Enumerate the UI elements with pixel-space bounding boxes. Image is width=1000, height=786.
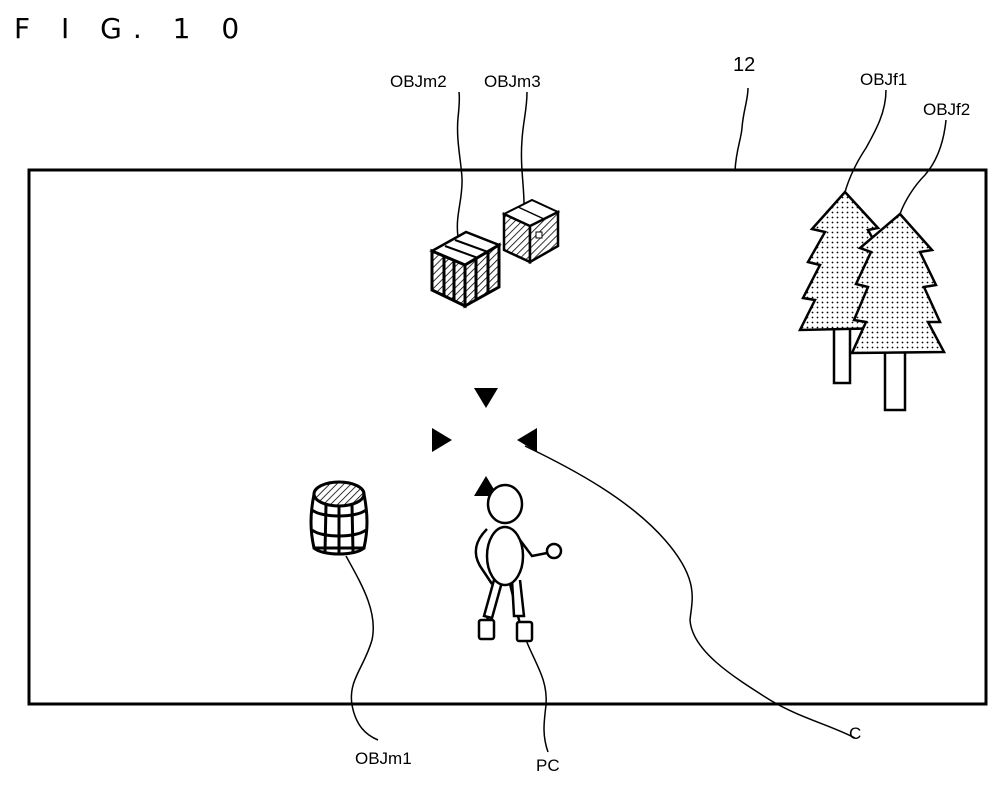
- cursor-arrow-left: [432, 428, 452, 452]
- leader-line-screen: [734, 87, 749, 172]
- leader-line-m1: [345, 555, 379, 741]
- label-cursor: C: [849, 724, 862, 743]
- leader-line-pc: [525, 639, 549, 753]
- tree-object-f2: [850, 212, 947, 412]
- leader-line-f1: [844, 89, 887, 193]
- display-screen-frame: [27, 168, 988, 706]
- label-player-character: PC: [536, 756, 560, 775]
- box-object-m3: [501, 198, 561, 265]
- label-obj-m2: OBJm2: [390, 72, 447, 91]
- leader-line-m3: [520, 91, 528, 205]
- label-obj-m3: OBJm3: [484, 72, 541, 91]
- label-obj-f1: OBJf1: [860, 70, 908, 89]
- crate-object-m2: [429, 230, 502, 309]
- label-obj-f2: OBJf2: [923, 100, 971, 119]
- label-obj-m1: OBJm1: [355, 749, 412, 768]
- player-character: [474, 483, 563, 643]
- barrel-object-m1: [309, 480, 369, 556]
- leader-line-f2: [899, 119, 947, 215]
- label-screen-ref: 12: [733, 54, 756, 76]
- figure-title: F I G. 1 0: [14, 12, 251, 45]
- cursor-arrow-right: [517, 428, 537, 452]
- cursor-arrow-top: [474, 388, 498, 408]
- leader-line-m2: [456, 91, 463, 238]
- leader-line-cursor: [524, 445, 856, 739]
- targeting-cursor: [432, 388, 537, 496]
